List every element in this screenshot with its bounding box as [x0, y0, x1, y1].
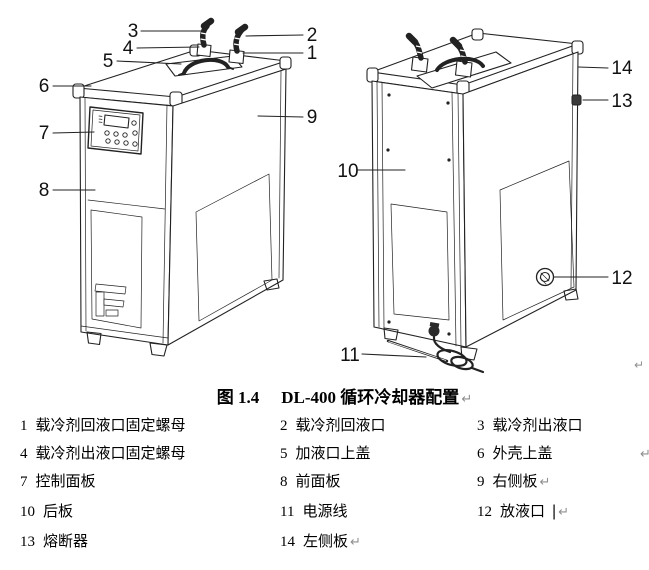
callout-1: 1 [307, 43, 318, 64]
feet [86, 278, 280, 357]
front-vent-grille [90, 209, 143, 329]
return-mark: ↵ [539, 475, 551, 490]
callout-8: 8 [39, 180, 50, 201]
caption-return-mark: ↵ [461, 392, 473, 407]
panel-buttons [104, 120, 138, 147]
front-left-view: 3 4 5 2 1 6 7 8 9 [39, 17, 318, 357]
callout-5: 5 [103, 51, 114, 72]
margin-return-mark: ↵ [640, 447, 649, 462]
filler-cap-handle [182, 57, 230, 75]
return-mark: ↵ [558, 505, 570, 520]
callout-11: 11 [340, 345, 360, 366]
left-side-panel [462, 51, 579, 348]
control-panel [87, 106, 144, 155]
fuse-holder [571, 94, 582, 106]
figure-caption: 图 1.4 DL-400 循环冷却器配置↵ [40, 383, 649, 408]
return-mark: ↵ [350, 535, 361, 550]
callout-13: 13 [611, 91, 632, 112]
callout-7: 7 [39, 123, 50, 144]
leader-lines-front-view [52, 30, 304, 191]
back-vent-grille [390, 203, 450, 321]
rear-left-view: 14 13 10 11 12 [337, 28, 633, 374]
back-panel-screws [386, 93, 451, 336]
callout-3: 3 [128, 21, 139, 42]
figure-title: DL-400 循环冷却器配置 [281, 388, 460, 407]
text-cursor[interactable]: | [552, 503, 557, 520]
left-side-vent-grille [499, 160, 575, 321]
drain-port [535, 267, 555, 287]
callout-10: 10 [337, 161, 358, 182]
leader-lines-rear-view [357, 66, 609, 358]
back-panel [371, 80, 467, 348]
device-diagram: 3 4 5 2 1 6 7 8 9 [39, 17, 633, 374]
right-side-panel [167, 68, 287, 346]
callout-6: 6 [39, 76, 50, 97]
figure-end-return-mark: ↵ [634, 358, 645, 372]
display-screen [103, 114, 130, 129]
figure-area: 3 4 5 2 1 6 7 8 9 [39, 17, 633, 374]
figure-number: 图 1.4 [216, 388, 260, 407]
power-cord [386, 322, 485, 374]
callout-4: 4 [123, 38, 134, 59]
callout-2: 2 [307, 25, 318, 46]
callout-14: 14 [611, 58, 633, 79]
callout-12: 12 [611, 268, 632, 289]
callout-9: 9 [307, 107, 318, 128]
